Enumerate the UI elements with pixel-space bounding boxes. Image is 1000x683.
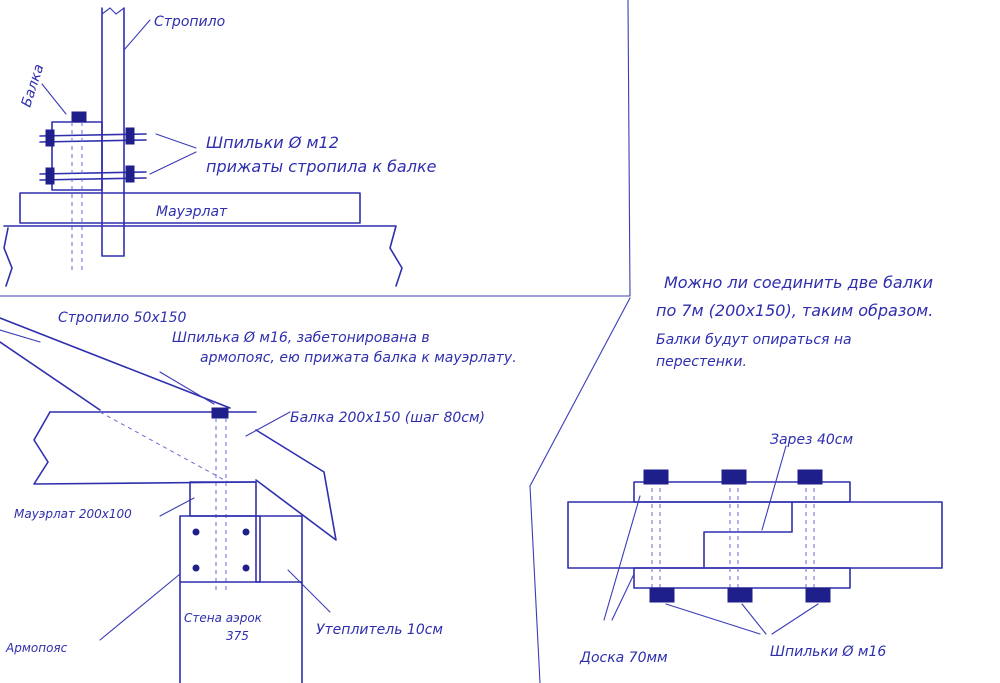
board-label: Доска 70мм	[579, 650, 668, 666]
splice-detail: Можно ли соединить две балки по 7м (200х…	[529, 273, 943, 683]
top-rafter-break	[101, 7, 125, 15]
rebar-2	[242, 528, 250, 536]
beam-leader	[245, 411, 291, 437]
nut-bottom-1	[649, 587, 675, 603]
top-studs-note: прижаты стропила к балке	[206, 157, 437, 176]
rebar-4	[242, 564, 250, 572]
stud-m16-nut	[211, 407, 229, 419]
mauerlat-label: Мауэрлат 200x100	[14, 507, 132, 521]
note-line-4: перестенки.	[656, 354, 747, 370]
insulation-slab-top	[255, 429, 337, 541]
board-leader	[603, 495, 641, 621]
top-rafter	[101, 7, 125, 257]
insulation-side	[255, 515, 303, 583]
stud-1	[651, 472, 661, 598]
top-anchor-dashed	[71, 122, 83, 270]
stud-m16-dashed	[215, 418, 227, 590]
beam-side	[33, 411, 257, 485]
nut-bottom-2	[727, 587, 753, 603]
top-mauerlat	[19, 192, 361, 224]
top-beam-leader	[41, 83, 67, 115]
top-rafter-label: Стропило	[154, 14, 225, 30]
nut-top-1	[643, 469, 669, 485]
splice-frame	[529, 297, 631, 683]
mauerlat-block	[189, 481, 257, 517]
stud-m16-label-1: Шпилька Ø м16, забетонирована в	[172, 330, 430, 346]
studs-m16-label: Шпильки Ø м16	[770, 644, 886, 660]
insulation-label: Утеплитель 10см	[316, 622, 443, 638]
top-rafter-leader	[123, 19, 151, 51]
wall-label-2: 375	[226, 629, 249, 643]
top-nut-3	[45, 167, 55, 185]
top-mauerlat-label: Мауэрлат	[156, 204, 228, 220]
nut-top-3	[797, 469, 823, 485]
rebar-3	[192, 564, 200, 572]
armopoyas-leader	[99, 573, 181, 641]
mauerlat-leader	[159, 497, 195, 517]
top-detail-frame	[0, 0, 631, 297]
bottom-detail: Стропило 50x150 Шпилька Ø м16, забетонир…	[0, 310, 517, 683]
note-line-2: по 7м (200х150), таким образом.	[656, 301, 933, 320]
nut-top-2	[721, 469, 747, 485]
notch-cut	[703, 501, 793, 569]
top-studs-label: Шпильки Ø м12	[206, 133, 339, 152]
stud-m16-leader	[159, 371, 215, 405]
top-nut-1	[45, 129, 55, 147]
rafter-arrow-line	[0, 329, 41, 343]
top-nut-2	[125, 127, 135, 145]
rafter-slope	[0, 317, 231, 411]
top-nut-5	[71, 111, 87, 123]
rafter-label: Стропило 50x150	[58, 310, 187, 326]
stud-3	[805, 472, 815, 598]
stud-2	[729, 472, 739, 598]
aerated-wall	[179, 581, 303, 683]
top-detail: Стропило Балка Шпильки Ø м12 прижаты стр…	[0, 0, 631, 297]
top-wall-left	[3, 227, 13, 287]
spliced-beam	[567, 501, 943, 569]
rebar-1	[192, 528, 200, 536]
armopoyas-block	[179, 515, 261, 583]
beam-label: Балка 200x150 (шаг 80см)	[290, 410, 485, 426]
stud-m16-label-2: армопояс, ею прижата балка к мауэрлату.	[200, 350, 517, 366]
notch-label: Зарез 40см	[770, 432, 853, 448]
studs-m16-leader	[665, 603, 819, 635]
board-bottom	[633, 567, 851, 589]
nut-bottom-3	[805, 587, 831, 603]
beam-hidden-rafter	[99, 411, 229, 483]
notch-leader	[761, 445, 787, 531]
top-wall-line	[3, 225, 403, 287]
top-studs-leader	[149, 133, 197, 175]
note-line-3: Балки будут опираться на	[656, 332, 852, 348]
armopoyas-label: Армопояс	[5, 641, 68, 655]
wall-label-1: Стена аэрок	[184, 611, 263, 625]
insulation-leader	[287, 569, 331, 613]
top-nut-4	[125, 165, 135, 183]
note-line-1: Можно ли соединить две балки	[664, 273, 933, 292]
board-top	[633, 481, 851, 503]
